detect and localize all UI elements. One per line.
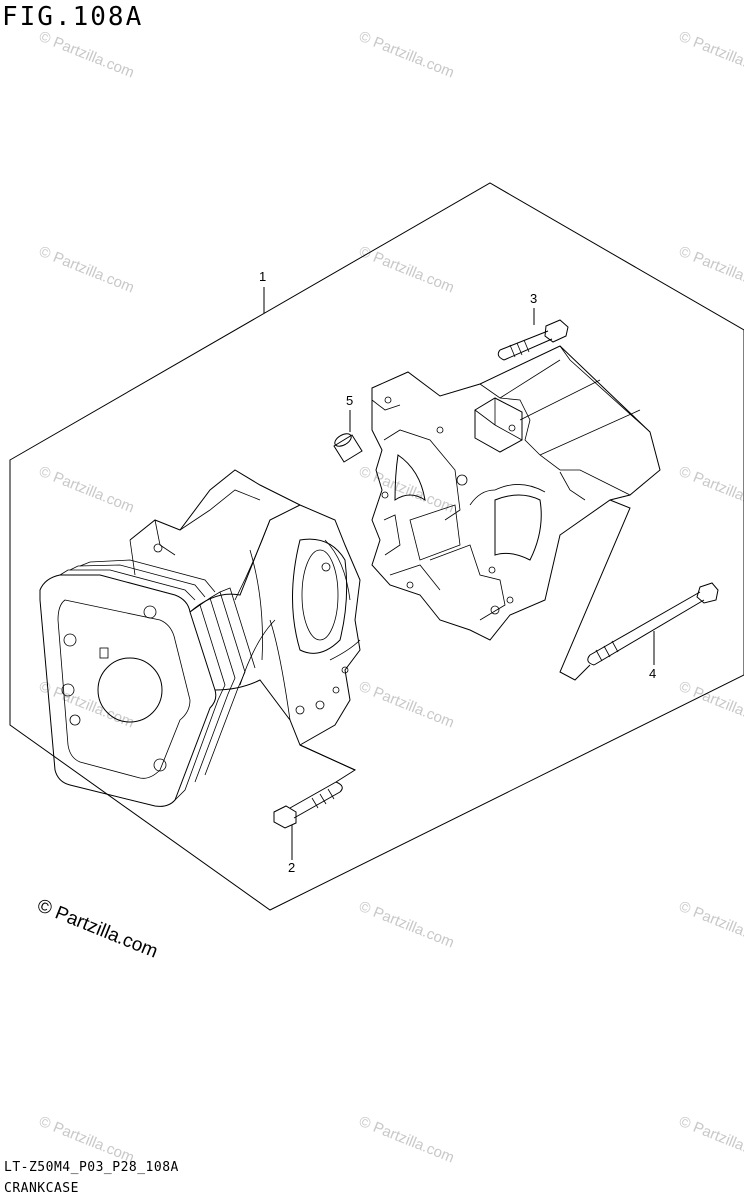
watermark: © Partzilla.com: [37, 463, 137, 517]
callout-number: 5: [346, 393, 353, 408]
watermark: © Partzilla.com: [677, 28, 744, 82]
callout-5: 5: [346, 393, 353, 432]
watermark: © Partzilla.com: [677, 243, 744, 297]
callout-number: 3: [530, 291, 537, 306]
callout-1: 1: [259, 269, 266, 313]
watermark: © Partzilla.com: [357, 463, 457, 517]
watermarks: © Partzilla.com © Partzilla.com © Partzi…: [37, 28, 744, 1167]
watermark: © Partzilla.com: [37, 678, 137, 732]
watermark: © Partzilla.com: [357, 898, 457, 952]
watermark: © Partzilla.com: [37, 28, 137, 82]
crankcase-left-half: [39, 469, 361, 807]
figure-code: LT-Z50M4_P03_P28_108A: [4, 1160, 179, 1175]
bolt-2: [273, 781, 343, 829]
crankcase-right-half: [371, 345, 661, 641]
watermark: © Partzilla.com: [677, 898, 744, 952]
watermark: © Partzilla.com: [37, 1113, 137, 1167]
callout-number: 2: [288, 860, 295, 875]
leader-bolt-4: [559, 499, 631, 681]
watermark: © Partzilla.com: [357, 678, 457, 732]
callout-number: 1: [259, 269, 266, 284]
figure-name: CRANKCASE: [4, 1181, 79, 1196]
bolt-4: [587, 582, 719, 666]
callout-2: 2: [288, 825, 295, 875]
leader-bolt-2: [299, 744, 357, 783]
callout-4: 4: [649, 631, 656, 681]
watermark: © Partzilla.com: [357, 1113, 457, 1167]
watermark: © Partzilla.com: [677, 1113, 744, 1167]
watermark: © Partzilla.com: [677, 463, 744, 517]
figure-title: FIG.108A: [2, 2, 144, 32]
callout-number: 4: [649, 666, 656, 681]
watermark: © Partzilla.com: [37, 243, 137, 297]
dowel-pin-5: [333, 433, 363, 463]
callout-3: 3: [530, 291, 537, 325]
partzilla-watermark: © Partzilla.com: [34, 895, 161, 962]
watermark: © Partzilla.com: [357, 28, 457, 82]
assembly-boundary: [9, 182, 744, 911]
bolt-3: [497, 319, 569, 361]
watermark: © Partzilla.com: [677, 678, 744, 732]
